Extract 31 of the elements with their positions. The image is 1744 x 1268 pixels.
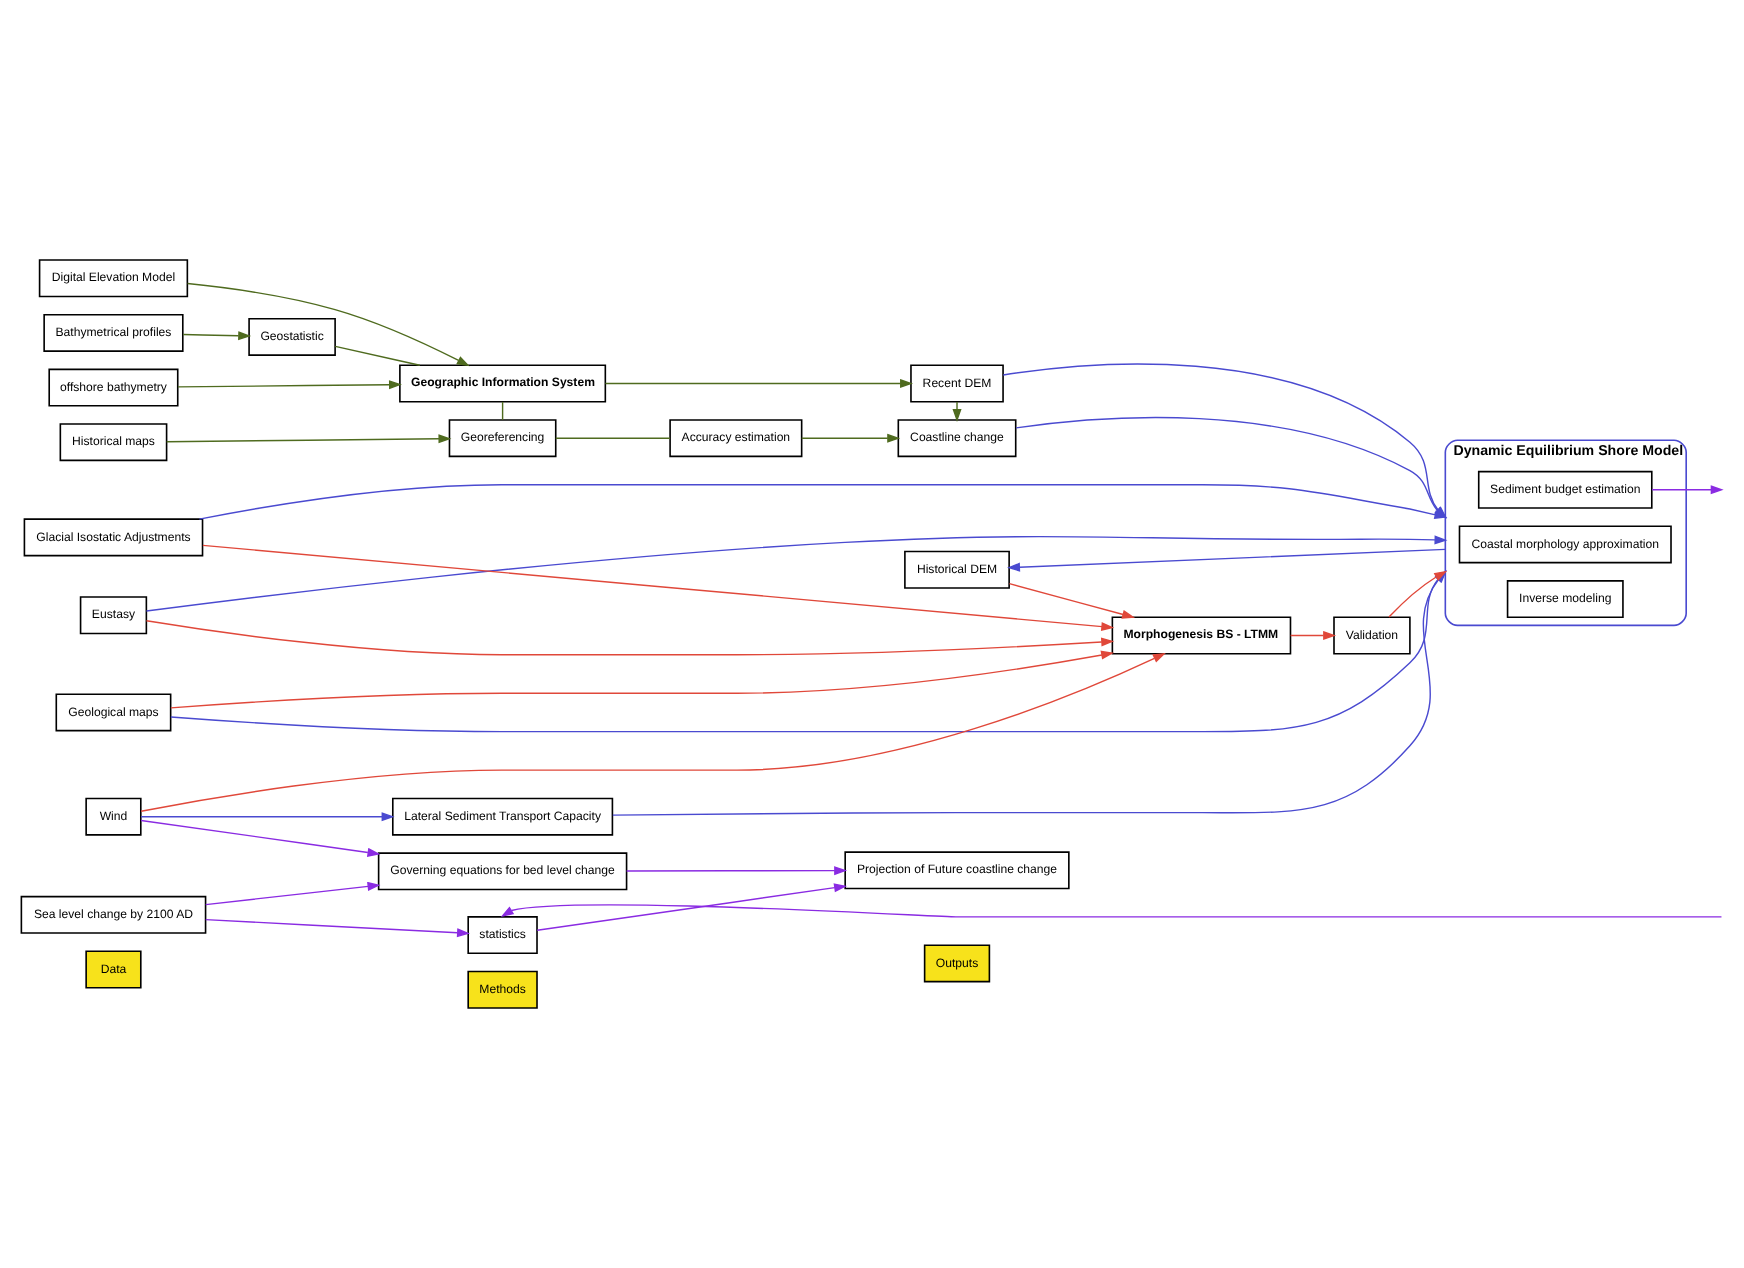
- arrow: [140, 652, 1166, 812]
- arrow: [1007, 548, 1447, 572]
- arrow: [1002, 363, 1447, 519]
- arrow: [1651, 485, 1724, 495]
- arrow: [170, 570, 1447, 733]
- connector: [555, 437, 671, 439]
- arrow: [625, 866, 848, 876]
- arrow: [140, 819, 381, 857]
- arrow: [1388, 570, 1448, 618]
- arrow: [604, 378, 914, 389]
- arrow: [145, 535, 1448, 612]
- arrow: [186, 282, 470, 367]
- arrow: [202, 544, 1115, 632]
- arrow: [952, 401, 962, 422]
- arrow: [1289, 630, 1337, 641]
- arrow: [170, 650, 1115, 709]
- arrow: [1008, 582, 1136, 619]
- arrow: [536, 883, 848, 931]
- arrow: [198, 484, 1448, 520]
- arrow: [205, 918, 470, 938]
- arrow: [612, 570, 1447, 816]
- arrow: [182, 331, 252, 341]
- arrow: [166, 434, 452, 444]
- arrow: [140, 812, 395, 822]
- arrow: [801, 433, 901, 443]
- arrow: [145, 620, 1115, 656]
- connector: [334, 345, 421, 366]
- arrow: [500, 904, 1723, 918]
- arrow: [205, 881, 381, 906]
- arrow: [177, 380, 402, 390]
- arrow: [1015, 416, 1447, 519]
